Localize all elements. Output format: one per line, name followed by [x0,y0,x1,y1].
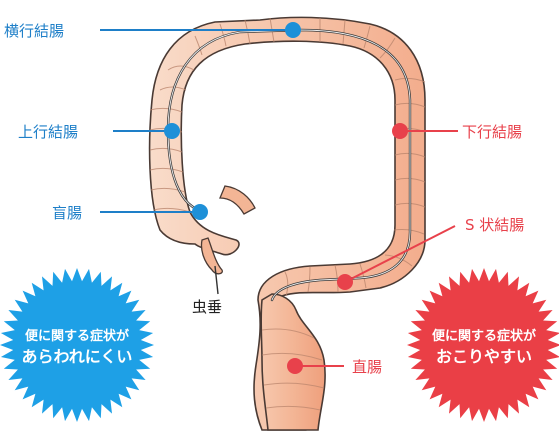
burst-left-line1: 便に関する症状が [25,328,129,344]
burst-left: 便に関する症状が あらわれにくい [0,268,154,422]
label-descending: 下行結腸 [462,123,522,141]
label-sigmoid: S 状結腸 [465,216,524,234]
marker-transverse [285,22,301,38]
burst-right-line2: おこりやすい [436,347,532,366]
burst-right: 便に関する症状が おこりやすい [407,268,559,422]
marker-ascending [164,123,180,139]
label-rectum: 直腸 [352,358,382,376]
label-ascending: 上行結腸 [18,123,78,141]
burst-right-line1: 便に関する症状が [432,328,536,344]
marker-cecum [192,204,208,220]
marker-sigmoid [337,274,353,290]
ileum-stub [220,186,255,214]
marker-rectum [287,358,303,374]
burst-left-shape [0,268,154,422]
burst-right-shape [407,268,559,422]
label-appendix: 虫垂 [192,298,222,316]
marker-descending [392,123,408,139]
label-transverse: 横行結腸 [4,22,64,40]
burst-left-line2: あらわれにくい [22,347,133,366]
label-cecum: 盲腸 [52,204,82,222]
